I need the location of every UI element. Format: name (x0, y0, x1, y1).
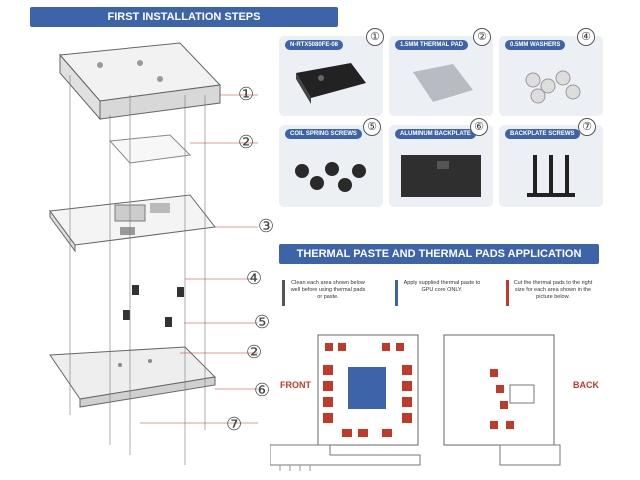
part-label-washers: 0.5MM WASHERS (505, 40, 566, 50)
part-card-backplate-screws: BACKPLATE SCREWS (499, 125, 603, 207)
part-number-backplate: ⑥ (470, 118, 488, 136)
waterblock-part (58, 42, 222, 121)
callout-washers: ④ (246, 268, 263, 289)
part-card-spring-screws: COIL SPRING SCREWS (279, 125, 383, 207)
part-card-block: N-RTX5080FE-08 (279, 36, 383, 116)
part-number-spring-screws: ⑤ (363, 118, 381, 136)
part-label-backplate-screws: BACKPLATE SCREWS (505, 129, 580, 139)
instruction-bar-clean (282, 280, 285, 306)
part-card-washers: 0.5MM WASHERS (499, 36, 603, 116)
front-board-diagram (270, 334, 421, 471)
front-label: FRONT (280, 380, 311, 390)
back-label: BACK (573, 380, 599, 390)
exploded-assembly-diagram (49, 42, 258, 465)
instruction-bar-paste (395, 280, 398, 306)
waterblock-icon (296, 63, 366, 104)
part-number-backplate-screws: ⑦ (578, 118, 596, 136)
callout-backplate: ⑥ (254, 380, 271, 401)
backplate-screws-icon (527, 155, 575, 197)
part-label-spring-screws: COIL SPRING SCREWS (285, 129, 362, 139)
installation-steps-banner: FIRST INSTALLATION STEPS (30, 7, 338, 27)
installation-steps-title: FIRST INSTALLATION STEPS (107, 11, 261, 23)
instruction-pads: Cut the thermal pads to the right size f… (513, 280, 593, 300)
thermal-application-banner: THERMAL PASTE AND THERMAL PADS APPLICATI… (279, 244, 599, 264)
part-number-block: ① (366, 28, 384, 46)
callout-thermal-pad: ② (238, 132, 255, 153)
thermal-pad-icon (413, 64, 473, 102)
back-board-diagram (443, 334, 561, 466)
part-number-thermal-pad: ② (473, 28, 491, 46)
washers-icon (525, 70, 581, 104)
coil-spring-screws (123, 285, 184, 327)
callout-backplate-screws: ⑦ (226, 414, 243, 435)
part-label-backplate: ALUMINUM BACKPLATE (395, 129, 476, 139)
thermal-application-title: THERMAL PASTE AND THERMAL PADS APPLICATI… (296, 248, 582, 260)
gpu-board-part (49, 194, 216, 253)
callout-spring-screws: ⑤ (254, 312, 271, 333)
part-label-block: N-RTX5080FE-08 (285, 40, 344, 50)
instruction-bar-pads (506, 280, 509, 306)
part-card-thermal-pad: 1.5MM THERMAL PAD (389, 36, 493, 116)
part-number-washers: ④ (577, 28, 595, 46)
backplate-part (49, 346, 217, 408)
part-card-backplate: ALUMINUM BACKPLATE (389, 125, 493, 207)
instruction-clean: Clean each area shown below well before … (290, 280, 366, 300)
spring-screws-icon (295, 162, 366, 192)
backplate-icon (401, 155, 481, 197)
part-label-thermal-pad: 1.5MM THERMAL PAD (395, 40, 469, 50)
thermal-pad-layer (108, 134, 192, 164)
gpu-core (348, 367, 386, 409)
callout-gpu-board: ③ (258, 216, 275, 237)
callout-thermal-pad-back: ② (246, 342, 263, 363)
callout-waterblock: ① (238, 84, 255, 105)
instruction-paste: Apply supplied thermal paste to GPU core… (403, 280, 481, 293)
